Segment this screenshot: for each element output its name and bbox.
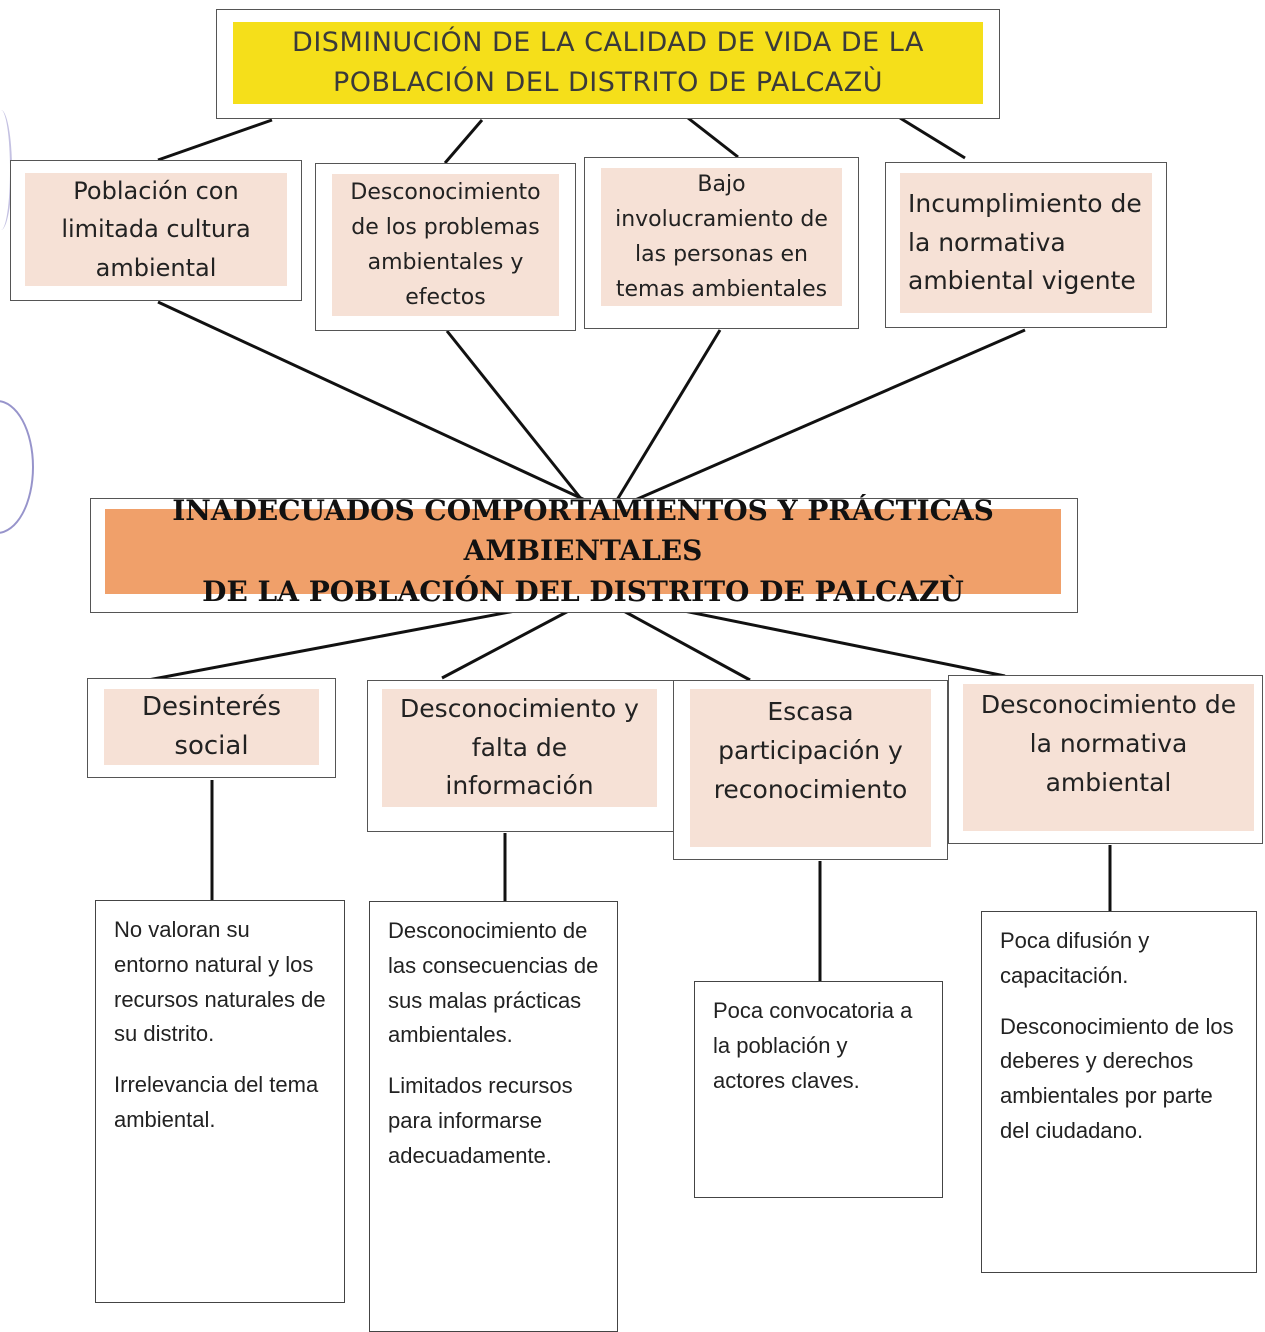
cause-card-3: Escasa participación y reconocimiento <box>673 680 948 860</box>
sub-cause-text: Desconocimiento de las consecuencias de … <box>388 918 599 1048</box>
cause-card-1-line: Desinterés <box>141 692 282 722</box>
cause-card-2: Desconocimiento y falta de información <box>367 680 674 832</box>
cause-card-1-line: social <box>174 731 249 761</box>
connector-secondary-2 <box>445 330 584 501</box>
cause-card-2-line: información <box>445 771 594 801</box>
sub-cause-text: No valoran su entorno natural y los recu… <box>114 917 326 1047</box>
effect-card-3-line: involucramiento de <box>615 206 828 232</box>
effect-card-2-line: ambientales y <box>367 250 524 275</box>
effect-card-3-line: Bajo <box>697 171 746 197</box>
connector-effect-3 <box>687 116 739 159</box>
connector-effect-4 <box>899 116 966 160</box>
main-effect-line-1: DISMINUCIÓN DE LA CALIDAD DE VIDA DE LA <box>292 26 924 58</box>
cause-card-3-line: reconocimiento <box>713 774 908 804</box>
cause-card-4-line: Desconocimiento de <box>980 690 1237 719</box>
cause-card-2-line: Desconocimiento y <box>400 693 639 723</box>
cause-card-4-line: ambiental <box>1045 767 1172 797</box>
sub-cause-text: Limitados recursos para informarse adecu… <box>388 1073 573 1168</box>
effect-card-1: Población con limitada cultura ambiental <box>10 160 302 301</box>
effect-card-4-line: Incumplimiento de <box>908 188 1142 218</box>
sub-cause-box-3: Poca convocatoria a la población y actor… <box>694 981 943 1198</box>
sub-cause-box-2: Desconocimiento de las consecuencias de … <box>369 901 618 1332</box>
effect-card-3-line: las personas en <box>635 242 808 267</box>
effect-card-4: Incumplimiento de la normativa ambiental… <box>885 162 1167 328</box>
cause-card-1: Desinterés social <box>87 678 336 778</box>
cause-card-4-line: la normativa <box>1029 728 1188 758</box>
effect-card-2-line: de los problemas <box>351 214 540 240</box>
main-effect-box: DISMINUCIÓN DE LA CALIDAD DE VIDA DE LA … <box>216 9 1000 119</box>
effect-card-3: Bajo involucramiento de las personas en … <box>584 157 859 329</box>
effect-card-2: Desconocimiento de los problemas ambient… <box>315 163 576 331</box>
connector-effect-2 <box>443 119 484 164</box>
effect-card-1-line: limitada cultura <box>61 215 251 244</box>
connector-secondary-3 <box>615 329 722 501</box>
central-problem-line-2: DE LA POBLACIÓN DEL DISTRITO DE PALCAZÙ <box>202 574 964 608</box>
effect-card-3-line: temas ambientales <box>615 277 828 303</box>
effect-card-4-line: ambiental vigente <box>908 266 1136 296</box>
cause-card-3-line: participación y <box>718 735 903 765</box>
central-problem-box: INADECUADOS COMPORTAMIENTOS Y PRÁCTICAS … <box>90 494 1078 613</box>
sub-cause-text: Irrelevancia del tema ambiental. <box>114 1072 319 1132</box>
cause-card-2-line: falta de <box>471 732 568 762</box>
effect-card-1-line: Población con <box>73 176 239 205</box>
sub-cause-box-4: Poca difusión y capacitación. Desconocim… <box>981 911 1257 1273</box>
effect-card-1-line: ambiental <box>95 253 217 282</box>
cause-card-4: Desconocimiento de la normativa ambienta… <box>948 675 1263 844</box>
connector-effect-1 <box>157 118 273 162</box>
effect-card-2-line: efectos <box>405 285 486 311</box>
connector-secondary-4 <box>634 328 1026 502</box>
connector-secondary-1 <box>157 300 586 502</box>
cause-card-3-line: Escasa <box>767 697 854 726</box>
effect-card-2-line: Desconocimiento <box>350 179 541 205</box>
sub-cause-text: Poca convocatoria a la población y actor… <box>713 998 913 1093</box>
main-effect-line-2: POBLACIÓN DEL DISTRITO DE PALCAZÙ <box>332 67 884 98</box>
sub-cause-box-1: No valoran su entorno natural y los recu… <box>95 900 345 1303</box>
effect-card-4-line: la normativa <box>908 227 1066 257</box>
sub-cause-text: Poca difusión y capacitación. <box>1000 928 1150 988</box>
central-problem-line-1: INADECUADOS COMPORTAMIENTOS Y PRÁCTICAS … <box>172 493 994 568</box>
sub-cause-text: Desconocimiento de los deberes y derecho… <box>1000 1013 1234 1143</box>
